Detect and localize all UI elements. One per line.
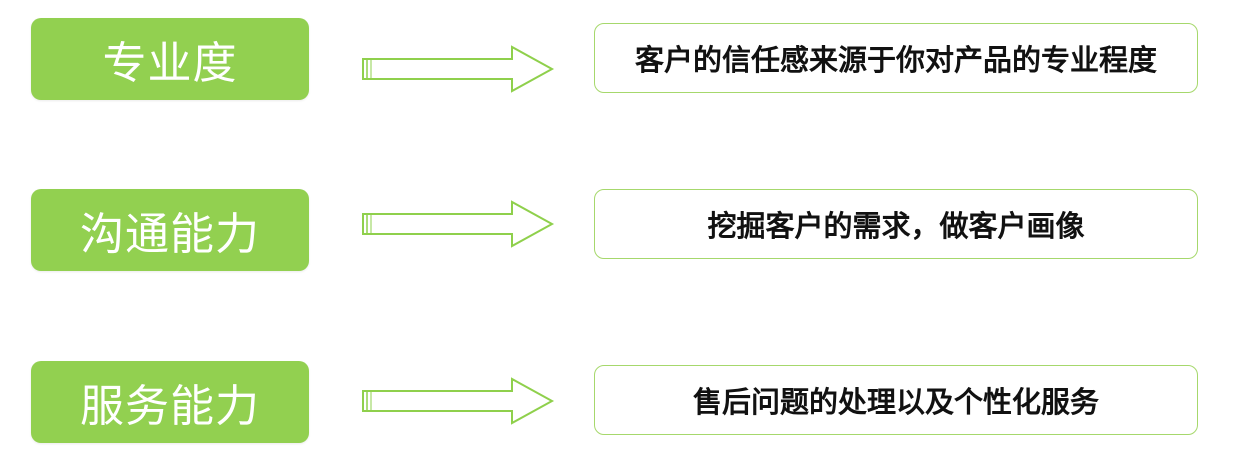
description-text: 售后问题的处理以及个性化服务 [692,385,1099,419]
description-box-service: 售后问题的处理以及个性化服务 [594,365,1198,435]
arrow-right-icon [362,45,555,93]
label-box-communication: 沟通能力 [31,189,309,271]
row-professionalism: 专业度 客户的信任感来源于你对产品的专业程度 [0,18,1237,108]
label-text: 沟通能力 [80,209,260,260]
label-box-professionalism: 专业度 [31,18,309,100]
description-box-communication: 挖掘客户的需求，做客户画像 [594,189,1198,259]
description-text: 客户的信任感来源于你对产品的专业程度 [634,43,1157,77]
description-box-professionalism: 客户的信任感来源于你对产品的专业程度 [594,23,1198,93]
row-communication: 沟通能力 挖掘客户的需求，做客户画像 [0,189,1237,279]
row-service: 服务能力 售后问题的处理以及个性化服务 [0,361,1237,451]
label-text: 专业度 [102,38,238,89]
label-text: 服务能力 [80,381,260,432]
arrow-right-icon [362,377,555,425]
arrow-right-icon [362,200,555,248]
description-text: 挖掘客户的需求，做客户画像 [707,209,1085,243]
label-box-service: 服务能力 [31,361,309,443]
